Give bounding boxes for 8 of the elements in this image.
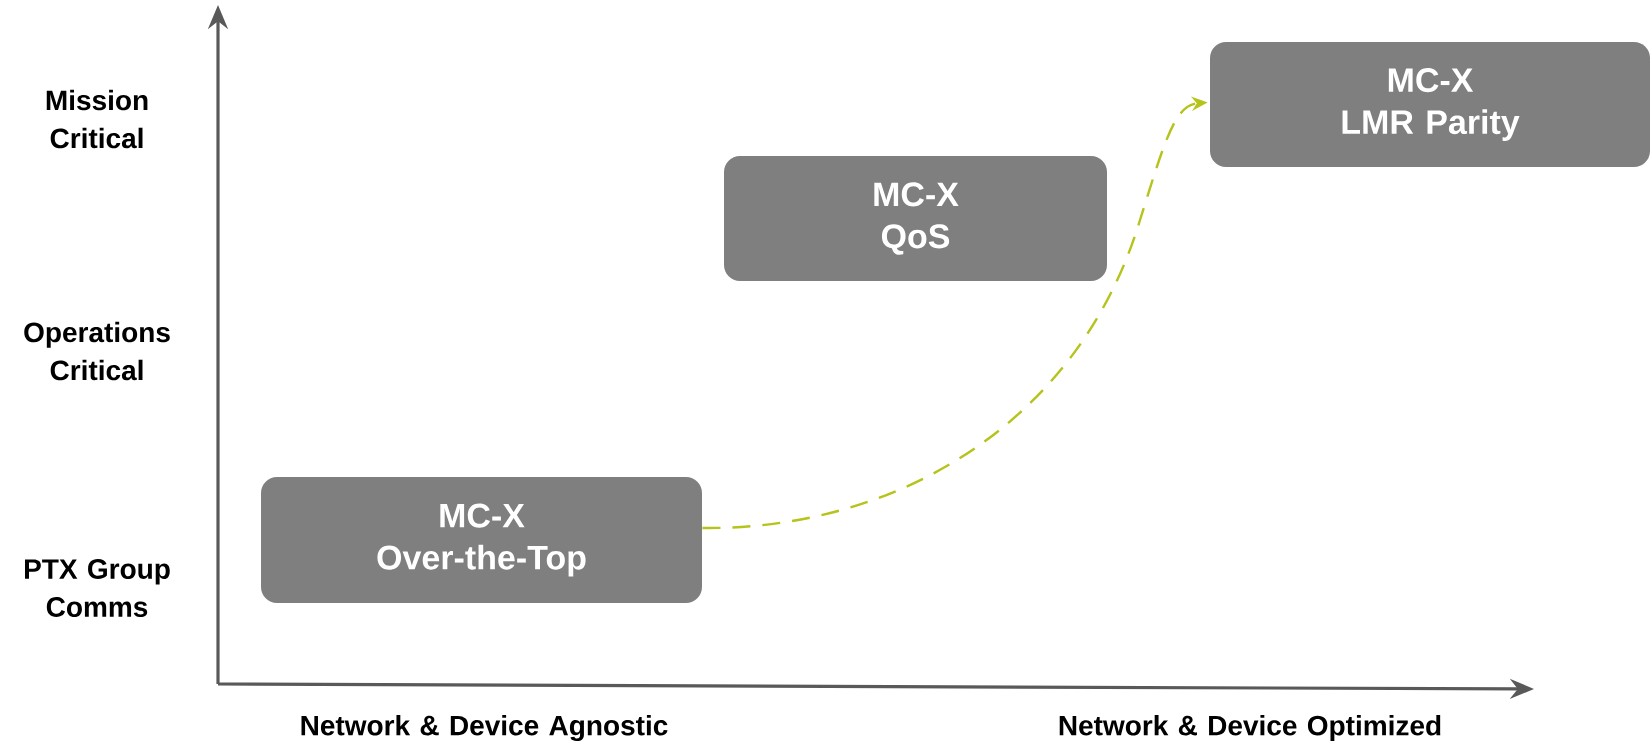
axis-label: Operations Critical bbox=[24, 321, 170, 381]
axis-label: Network & Device Agnostic bbox=[301, 714, 668, 742]
axis-label: Mission Critical bbox=[46, 89, 148, 149]
axis-label: Network & Device Optimized bbox=[1059, 714, 1441, 742]
axis-label: PTX Group Comms bbox=[25, 559, 170, 617]
text-box: MC-X QoS bbox=[724, 156, 1107, 281]
text-box: MC-X Over-the-Top bbox=[261, 477, 702, 603]
text-box: MC-X LMR Parity bbox=[1210, 42, 1650, 167]
